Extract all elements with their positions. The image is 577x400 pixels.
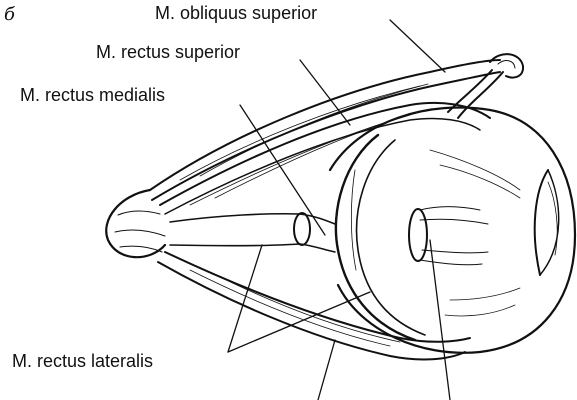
leader-obliquus-superior xyxy=(389,19,446,73)
eyeball xyxy=(328,106,577,354)
rectus-medialis-cut-end xyxy=(293,212,311,246)
sclera-ring xyxy=(334,133,417,342)
trochlea xyxy=(489,53,525,79)
panel-letter: б xyxy=(4,4,15,25)
leader-bottom-right xyxy=(429,239,451,400)
leader-bottom-left xyxy=(317,339,336,400)
rectus-lateralis-muscle xyxy=(164,251,471,343)
tendon-apex xyxy=(105,188,167,259)
rectus-medialis-muscle xyxy=(169,212,301,223)
label-rectus-superior: M. rectus superior xyxy=(96,42,241,62)
leader-rectus-lateralis-1 xyxy=(227,244,263,353)
leader-rectus-superior xyxy=(299,59,351,126)
optic-nerve-cut xyxy=(408,208,428,262)
obliquus-superior-tendon xyxy=(457,71,504,119)
label-rectus-lateralis: M. rectus lateralis xyxy=(12,351,154,371)
leader-rectus-medialis xyxy=(239,104,326,236)
obliquus-superior-muscle xyxy=(149,59,501,191)
rectus-superior-muscle xyxy=(159,101,491,206)
label-rectus-medialis: M. rectus medialis xyxy=(20,85,166,105)
leader-rectus-lateralis-2 xyxy=(227,291,371,353)
label-obliquus-superior: M. obliquus superior xyxy=(155,3,318,23)
cornea xyxy=(533,169,549,276)
